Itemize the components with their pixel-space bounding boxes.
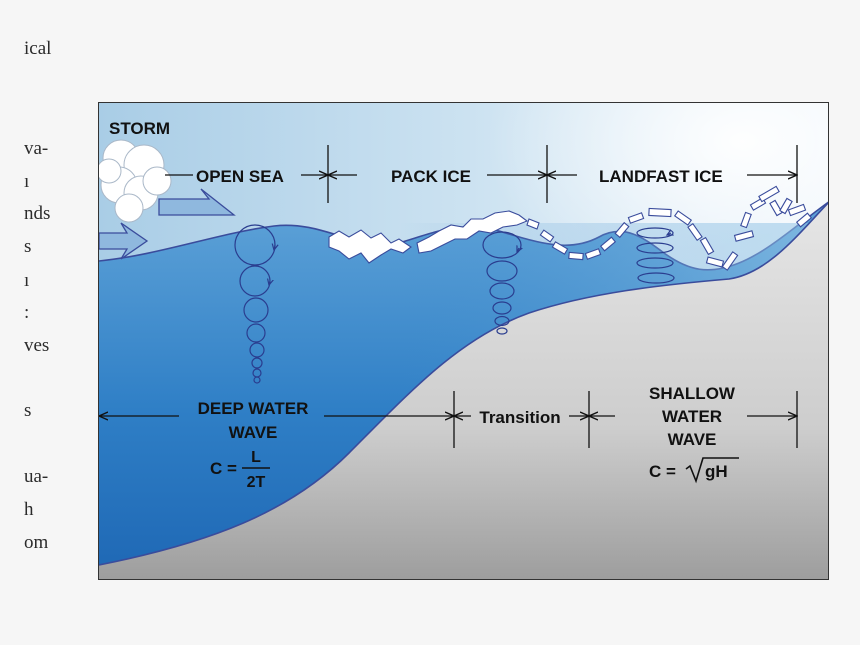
deep-formula-numerator: L xyxy=(251,449,261,466)
side-text-line: ical xyxy=(24,38,52,59)
depth-dimension-lines xyxy=(99,391,797,448)
deep-formula-denominator: 2T xyxy=(247,474,266,491)
side-text-line: ı xyxy=(24,171,30,192)
transition-label: Transition xyxy=(479,408,560,427)
left-body-text: ical va- ı nds s ı : ves s ua- h om xyxy=(0,0,95,645)
shallow-water-title-line3: WAVE xyxy=(668,430,717,449)
wind-arrow-icon xyxy=(99,222,149,260)
deep-water-title: DEEP WATER xyxy=(198,399,309,418)
side-text-line: h xyxy=(24,499,34,520)
side-text-line: ı xyxy=(24,270,30,291)
shallow-water-title: SHALLOW xyxy=(649,384,736,403)
transition-orbits xyxy=(482,231,521,335)
deep-formula-lhs: C = xyxy=(210,459,237,478)
wave-diagram: STORM OPEN SEA PACK ICE LANDFAST ICE xyxy=(98,102,829,580)
side-text-line: ves xyxy=(24,335,50,356)
pack-ice-floes xyxy=(328,210,540,264)
zone-dimension-lines xyxy=(165,145,797,203)
side-text-line: s xyxy=(24,400,32,421)
wind-arrow-icon xyxy=(158,188,236,216)
side-text-line: : xyxy=(24,302,30,323)
storm-label: STORM xyxy=(109,119,170,138)
side-text-line: s xyxy=(24,236,32,257)
deep-water-orbits xyxy=(234,224,275,384)
radical-sign-icon xyxy=(685,457,739,484)
side-text-line: ua- xyxy=(24,466,49,487)
side-text-line: nds xyxy=(24,203,51,224)
shallow-water-orbits xyxy=(636,227,675,284)
zone-label-pack-ice: PACK ICE xyxy=(391,167,471,186)
side-text-line: om xyxy=(24,532,49,553)
zone-label-open-sea: OPEN SEA xyxy=(196,167,284,186)
landfast-ice-blocks xyxy=(539,185,813,271)
zone-label-landfast-ice: LANDFAST ICE xyxy=(599,167,723,186)
side-text-line: va- xyxy=(24,138,49,159)
storm-cloud-icon xyxy=(99,139,172,223)
deep-water-title-line2: WAVE xyxy=(229,423,278,442)
seabed-line xyxy=(99,201,828,566)
shallow-water-title-line2: WATER xyxy=(662,407,722,426)
seabed xyxy=(99,203,828,579)
shallow-formula-radicand: gH xyxy=(705,462,728,481)
shallow-formula-lhs: C = xyxy=(649,462,676,481)
